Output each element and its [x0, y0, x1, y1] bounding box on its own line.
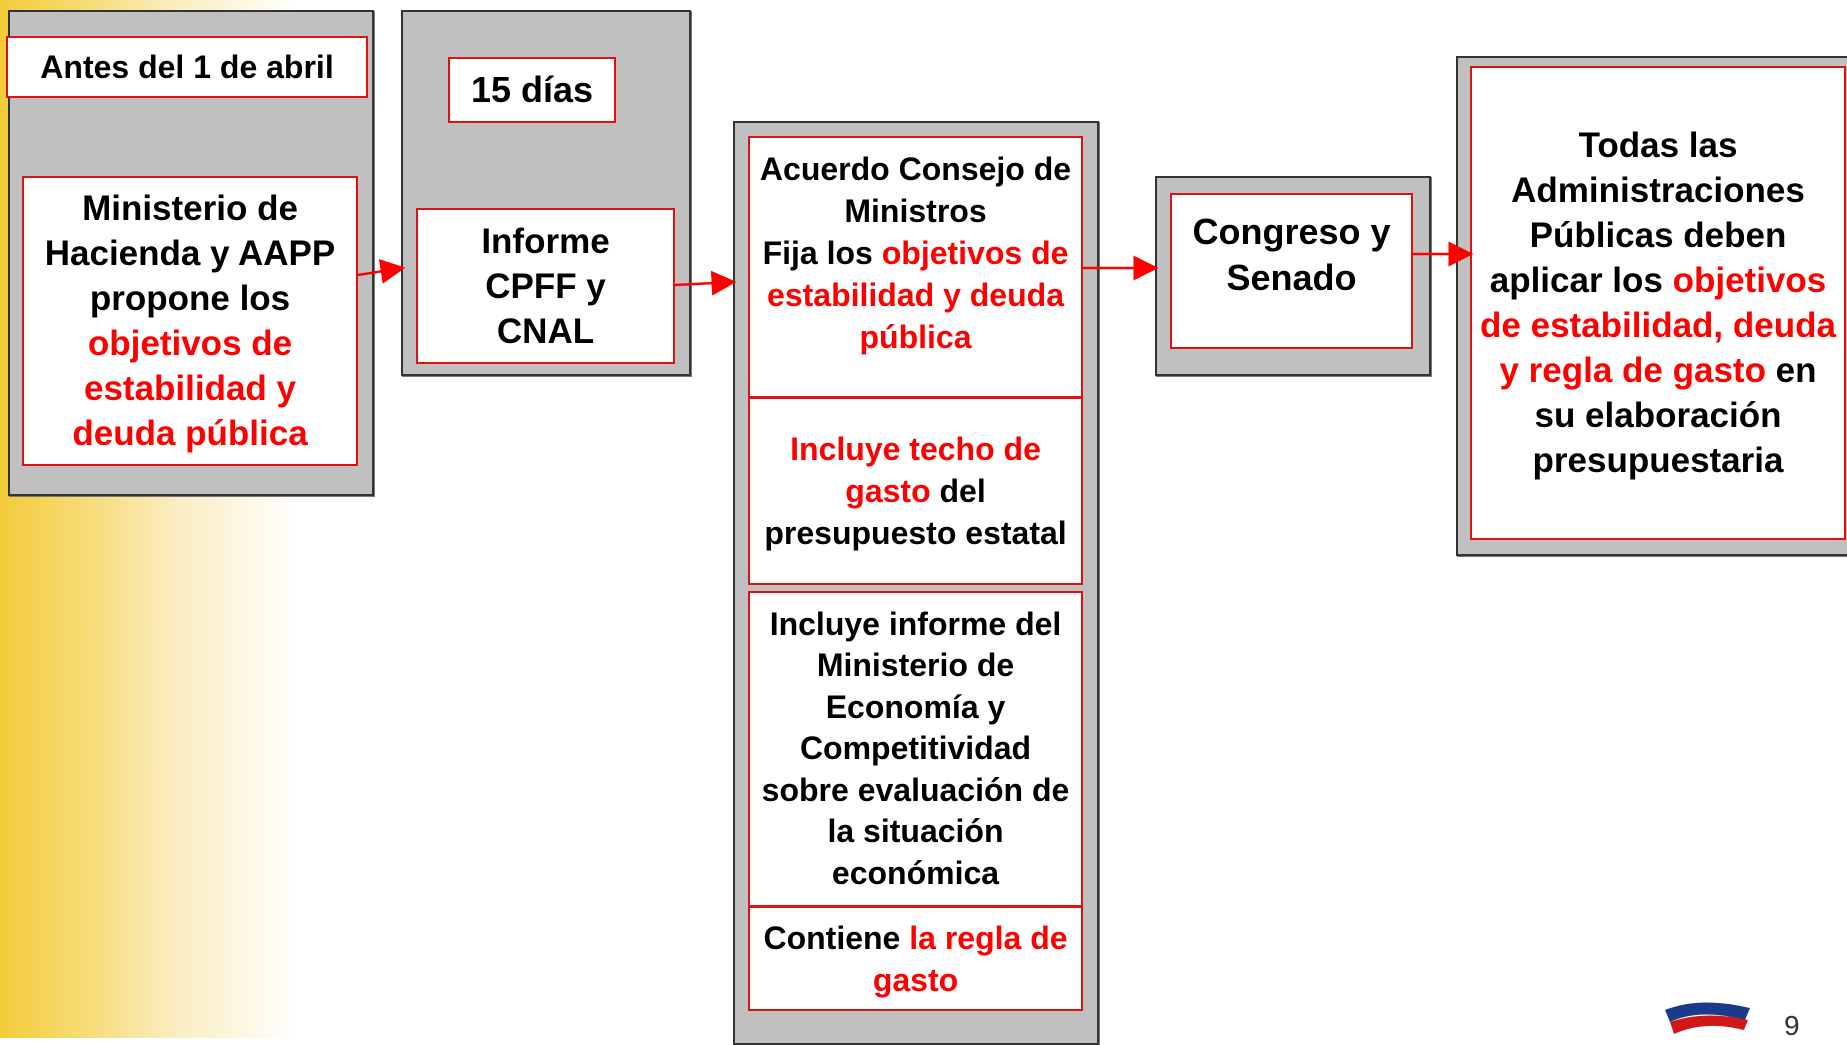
- arrow-step2-step3: [674, 270, 737, 296]
- step3-box-spending-rule: Contiene la regla de gasto: [748, 906, 1083, 1011]
- step3-spending-rule-text: Contiene: [763, 919, 910, 956]
- step3-box-spending-ceiling: Incluye techo de gasto del presupuesto e…: [748, 397, 1083, 585]
- step5-text-end: en su elaboración presupuestaria: [1532, 351, 1817, 480]
- page-number: 9: [1784, 1010, 1800, 1041]
- step1-objectives: objetivos de estabilidad y deuda pública: [72, 324, 308, 453]
- step5-main-box: Todas las Administraciones Públicas debe…: [1470, 66, 1846, 540]
- step1-date-box: Antes del 1 de abril: [6, 36, 368, 98]
- step3-agreement-title: Acuerdo Consejo de Ministros: [759, 151, 1072, 229]
- step3-agreement-text: Fija los: [762, 235, 882, 271]
- step3-spending-rule: la regla de gasto: [872, 919, 1068, 998]
- step2-period-box: 15 días: [448, 57, 616, 123]
- step4-text: Congreso y Senado: [1192, 211, 1391, 298]
- step3-box-economy-report: Incluye informe del Ministerio de Econom…: [748, 591, 1083, 907]
- step5-objectives: objetivos de estabilidad, deuda y regla …: [1480, 261, 1836, 390]
- step3-spending-ceiling-text: del presupuesto estatal: [764, 473, 1067, 551]
- step5-text: Todas las Administraciones Públicas debe…: [1489, 126, 1805, 300]
- brand-logo: [1665, 1002, 1750, 1034]
- step1-text: Ministerio de Hacienda y AAPP propone lo…: [44, 189, 336, 318]
- step3-agreement-objectives: objetivos de estabilidad y deuda pública: [767, 235, 1069, 355]
- step3-spending-ceiling: Incluye techo de gasto: [790, 431, 1041, 509]
- arrow-step1-step2: [357, 259, 406, 284]
- step1-date: Antes del 1 de abril: [40, 48, 334, 85]
- step2-period: 15 días: [470, 69, 594, 110]
- step3-economy-report: Incluye informe del Ministerio de Econom…: [761, 605, 1070, 891]
- step2-text: Informe CPFF y CNAL: [481, 221, 610, 351]
- step1-main-box: Ministerio de Hacienda y AAPP propone lo…: [22, 176, 358, 466]
- step4-main-box: Congreso y Senado: [1170, 193, 1413, 349]
- step2-main-box: Informe CPFF y CNAL: [416, 208, 675, 364]
